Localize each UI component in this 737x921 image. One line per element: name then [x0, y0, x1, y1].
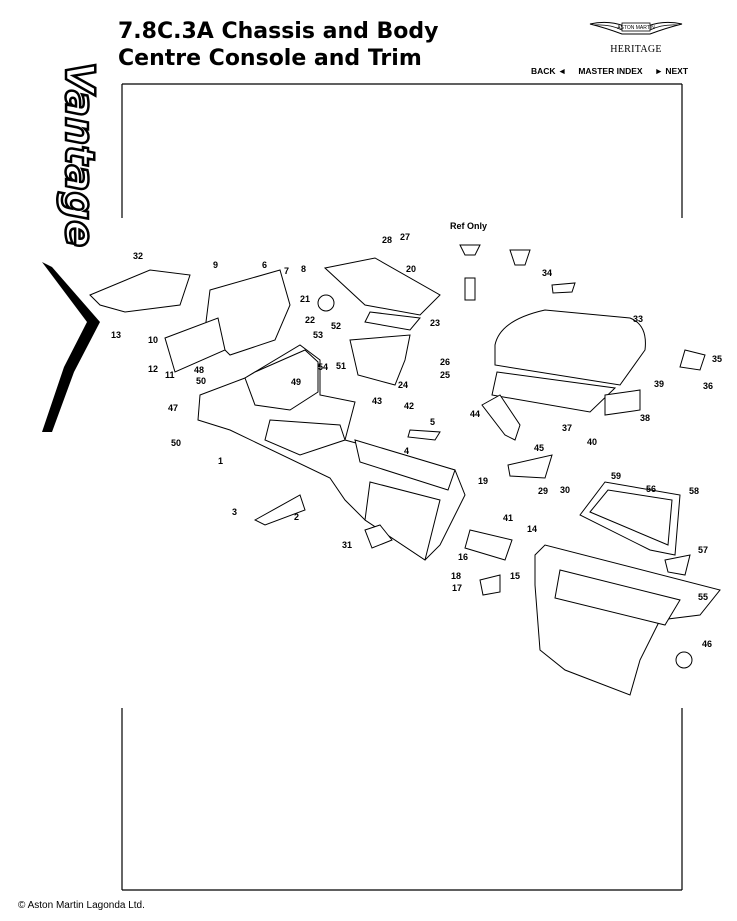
- callout-2: 2: [294, 512, 299, 522]
- callout-39: 39: [654, 379, 664, 389]
- callout-32: 32: [133, 251, 143, 261]
- callout-20: 20: [406, 264, 416, 274]
- page-title: 7.8C.3A Chassis and Body Centre Console …: [118, 18, 439, 72]
- master-index-link[interactable]: MASTER INDEX: [578, 66, 643, 76]
- callout-23: 23: [430, 318, 440, 328]
- callout-56: 56: [646, 484, 656, 494]
- title-line-2: Centre Console and Trim: [118, 46, 422, 71]
- vantage-wordmark-text: Vantage: [56, 62, 102, 247]
- callout-42: 42: [404, 401, 414, 411]
- callout-8: 8: [301, 264, 306, 274]
- back-link[interactable]: BACK ◄: [531, 66, 567, 76]
- title-line-1: 7.8C.3A Chassis and Body: [118, 19, 439, 44]
- callout-41: 41: [503, 513, 513, 523]
- callout-50: 50: [196, 376, 206, 386]
- vantage-wordmark: Vantage: [42, 61, 102, 432]
- callout-55: 55: [698, 592, 708, 602]
- callout-24: 24: [398, 380, 408, 390]
- callout-33: 33: [633, 314, 643, 324]
- callout-53: 53: [313, 330, 323, 340]
- callout-3: 3: [232, 507, 237, 517]
- callout-14: 14: [527, 524, 537, 534]
- callout-11: 11: [165, 370, 175, 380]
- lid-assembly: [579, 481, 681, 556]
- diagram-frame: [121, 83, 683, 891]
- callout-10: 10: [148, 335, 158, 345]
- callout-37: 37: [562, 423, 572, 433]
- callout-51: 51: [336, 361, 346, 371]
- navigation-links: BACK ◄ MASTER INDEX ► NEXT: [531, 66, 688, 76]
- aston-martin-logo: ASTON MARTIN: [589, 21, 683, 35]
- callout-26: 26: [440, 357, 450, 367]
- callout-9: 9: [213, 260, 218, 270]
- callout-43: 43: [372, 396, 382, 406]
- callout-15: 15: [510, 571, 520, 581]
- callout-27: 27: [400, 232, 410, 242]
- brackets: [253, 244, 706, 669]
- callout-44: 44: [470, 409, 480, 419]
- callout-49: 49: [291, 377, 301, 387]
- callout-22: 22: [305, 315, 315, 325]
- ref-only-label: Ref Only: [450, 221, 487, 231]
- callout-29: 29: [538, 486, 548, 496]
- callout-31: 31: [342, 540, 352, 550]
- callout-36: 36: [703, 381, 713, 391]
- callout-16: 16: [458, 552, 468, 562]
- callout-54: 54: [318, 362, 328, 372]
- callout-34: 34: [542, 268, 552, 278]
- callout-50: 50: [171, 438, 181, 448]
- callout-38: 38: [640, 413, 650, 423]
- callout-7: 7: [284, 266, 289, 276]
- callout-1: 1: [218, 456, 223, 466]
- callout-19: 19: [478, 476, 488, 486]
- callout-21: 21: [300, 294, 310, 304]
- callout-47: 47: [168, 403, 178, 413]
- callout-25: 25: [440, 370, 450, 380]
- callout-5: 5: [430, 417, 435, 427]
- callout-45: 45: [534, 443, 544, 453]
- callout-12: 12: [148, 364, 158, 374]
- callout-28: 28: [382, 235, 392, 245]
- next-link[interactable]: ► NEXT: [654, 66, 689, 76]
- callout-35: 35: [712, 354, 722, 364]
- callout-57: 57: [698, 545, 708, 555]
- callout-30: 30: [560, 485, 570, 495]
- callout-17: 17: [452, 583, 462, 593]
- upper-tray: [323, 257, 441, 386]
- heritage-label: HERITAGE: [610, 44, 662, 55]
- copyright-notice: © Aston Martin Lagonda Ltd.: [18, 900, 145, 911]
- callout-18: 18: [451, 571, 461, 581]
- callout-4: 4: [404, 446, 409, 456]
- svg-text:ASTON MARTIN: ASTON MARTIN: [617, 25, 655, 31]
- switch-panels: [89, 269, 291, 373]
- callout-6: 6: [262, 260, 267, 270]
- callout-46: 46: [702, 639, 712, 649]
- callout-59: 59: [611, 471, 621, 481]
- callout-58: 58: [689, 486, 699, 496]
- armrest-cushion: [491, 309, 646, 413]
- console-body: [197, 344, 466, 561]
- callout-13: 13: [111, 330, 121, 340]
- callout-40: 40: [587, 437, 597, 447]
- callout-48: 48: [194, 365, 204, 375]
- callout-52: 52: [331, 321, 341, 331]
- rear-console-box: [534, 544, 721, 696]
- handbrake-lever: [481, 394, 521, 441]
